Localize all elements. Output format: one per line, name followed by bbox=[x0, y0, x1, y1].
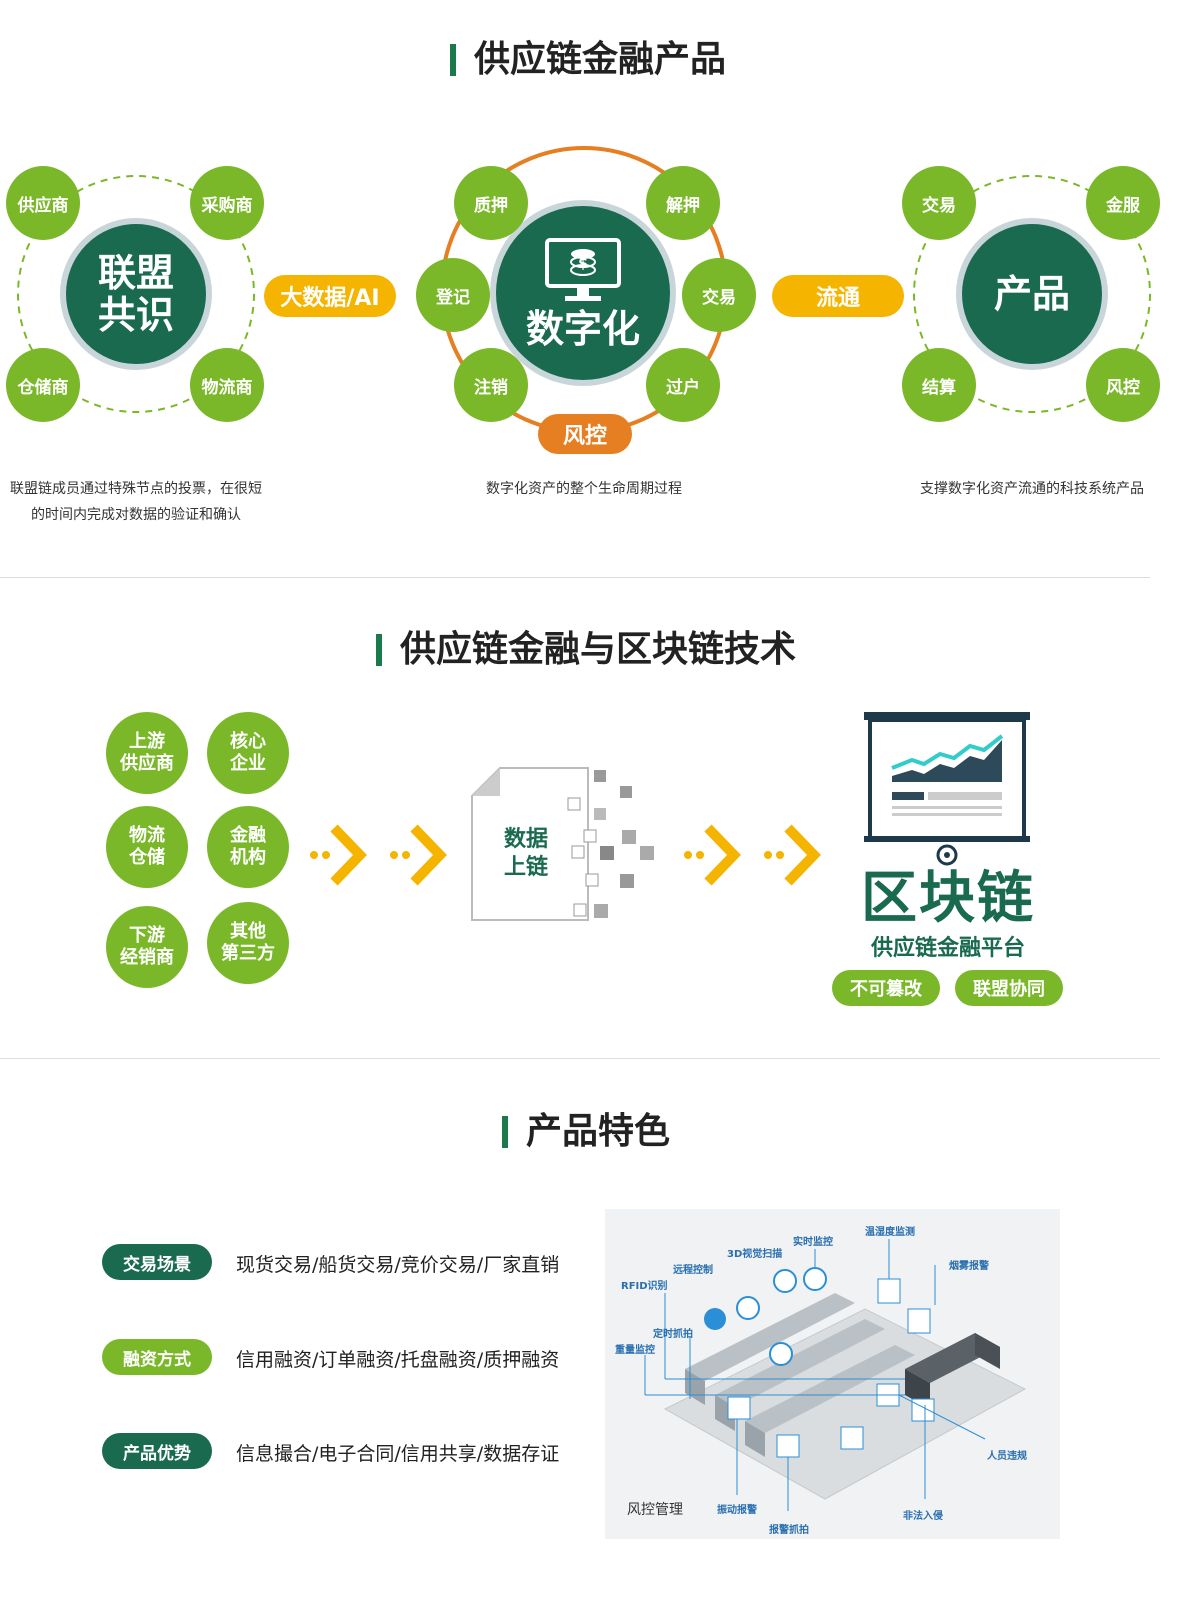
participant-downstream-dealer: 下游经销商 bbox=[106, 906, 188, 988]
digitization-circle: $ 数字化 bbox=[490, 200, 676, 386]
node-register: 登记 bbox=[416, 258, 490, 332]
tag-alliance-collab: 联盟协同 bbox=[955, 970, 1063, 1006]
product-circle: 产品 bbox=[956, 218, 1108, 370]
section3-title: 产品特色 bbox=[502, 1110, 670, 1154]
node-warehouse: 仓储商 bbox=[6, 348, 80, 422]
feature-label-advantage: 产品优势 bbox=[102, 1433, 212, 1469]
participant-third-party: 其他第三方 bbox=[207, 902, 289, 984]
middle-description: 数字化资产的整个生命周期过程 bbox=[486, 481, 682, 497]
label-smoke-alarm: 烟雾报警 bbox=[949, 1261, 989, 1272]
node-cancel: 注销 bbox=[454, 348, 528, 422]
label-personnel-violation: 人员违规 bbox=[987, 1451, 1027, 1462]
platform-subtitle: 供应链金融平台 bbox=[870, 936, 1025, 961]
label-temp-humidity: 温湿度监测 bbox=[865, 1227, 915, 1238]
node-logistics: 物流商 bbox=[190, 348, 264, 422]
label-weight-monitor: 重量监控 bbox=[615, 1345, 655, 1356]
data-on-chain-text: 数据 上链 bbox=[503, 827, 548, 880]
participant-upstream-supplier: 上游供应商 bbox=[106, 712, 188, 794]
right-description: 支撑数字化资产流通的科技系统产品 bbox=[920, 481, 1144, 497]
risk-control-pill: 风控 bbox=[538, 414, 632, 454]
node-transfer: 过户 bbox=[646, 348, 720, 422]
feature-label-financing: 融资方式 bbox=[102, 1339, 212, 1375]
participant-core-enterprise: 核心企业 bbox=[207, 712, 289, 794]
divider-2 bbox=[0, 1058, 1160, 1059]
arrow-right-icon bbox=[310, 824, 447, 886]
label-realtime-monitor: 实时监控 bbox=[793, 1237, 833, 1248]
title-bar bbox=[376, 634, 382, 666]
label-illegal-intrusion: 非法入侵 bbox=[903, 1511, 943, 1522]
left-description: 联盟链成员通过特殊节点的投票，在很短 的时间内完成对数据的验证和确认 bbox=[10, 481, 262, 523]
divider-1 bbox=[0, 577, 1150, 578]
svg-text:$: $ bbox=[578, 256, 588, 272]
node-right-risk: 风控 bbox=[1086, 348, 1160, 422]
node-pledge: 质押 bbox=[454, 166, 528, 240]
label-timed-capture: 定时抓拍 bbox=[653, 1329, 693, 1340]
node-release: 解押 bbox=[646, 166, 720, 240]
warehouse-isometric-image bbox=[644, 1239, 1027, 1511]
node-right-trade: 交易 bbox=[902, 166, 976, 240]
warehouse-caption: 风控管理 bbox=[627, 1502, 683, 1518]
node-finance-service: 金服 bbox=[1086, 166, 1160, 240]
node-trade: 交易 bbox=[682, 258, 756, 332]
blockchain-title: 区块链 bbox=[861, 866, 1035, 931]
title-bar bbox=[450, 44, 456, 76]
label-alarm-capture: 报警抓拍 bbox=[769, 1525, 809, 1536]
alliance-consensus-circle: 联盟共识 bbox=[60, 218, 212, 370]
warehouse-illustration: 实时监控 温湿度监测 3D视觉扫描 远程控制 烟雾报警 RFID识别 定时抓拍 … bbox=[605, 1209, 1060, 1539]
title-bar bbox=[502, 1116, 508, 1148]
participant-logistics-warehouse: 物流仓储 bbox=[106, 806, 188, 888]
section2-title: 供应链金融与区块链技术 bbox=[376, 628, 796, 672]
circulation-pill: 流通 bbox=[772, 275, 904, 317]
feature-text-trade-scene: 现货交易/船货交易/竞价交易/厂家直销 bbox=[236, 1254, 560, 1276]
feature-text-advantage: 信息撮合/电子合同/信用共享/数据存证 bbox=[236, 1443, 560, 1465]
label-3d-scan: 3D视觉扫描 bbox=[727, 1249, 783, 1260]
label-remote-control: 远程控制 bbox=[673, 1265, 713, 1276]
bigdata-ai-pill: 大数据/AI bbox=[264, 275, 396, 317]
feature-label-trade-scene: 交易场景 bbox=[102, 1244, 212, 1280]
feature-text-financing: 信用融资/订单融资/托盘融资/质押融资 bbox=[236, 1349, 560, 1371]
node-purchaser: 采购商 bbox=[190, 166, 264, 240]
node-supplier: 供应商 bbox=[6, 166, 80, 240]
document-upload-icon bbox=[471, 767, 654, 921]
presentation-board-icon bbox=[864, 712, 1030, 866]
arrow-right-icon bbox=[684, 824, 821, 886]
monitor-dollar-icon: $ bbox=[545, 238, 621, 301]
label-vibration-alarm: 振动报警 bbox=[717, 1505, 757, 1516]
label-rfid: RFID识别 bbox=[621, 1281, 668, 1292]
section1-title: 供应链金融产品 bbox=[450, 38, 726, 82]
tag-immutable: 不可篡改 bbox=[832, 970, 940, 1006]
node-settlement: 结算 bbox=[902, 348, 976, 422]
participant-financial-institution: 金融机构 bbox=[207, 806, 289, 888]
